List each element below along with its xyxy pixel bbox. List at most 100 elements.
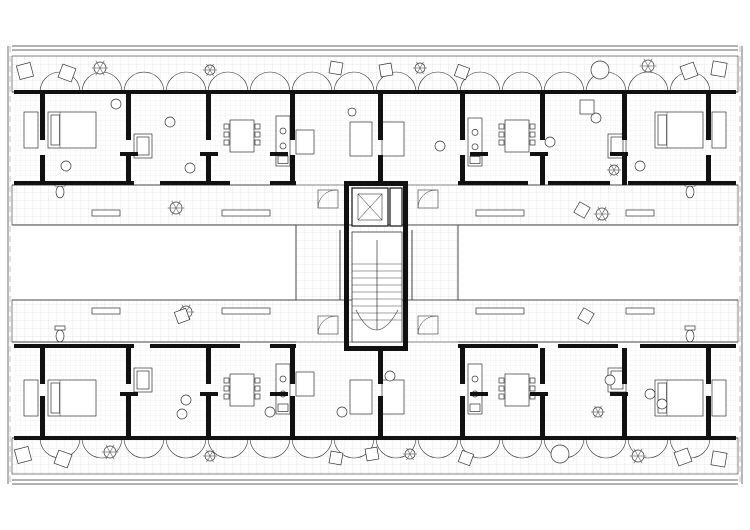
wall [460, 94, 465, 140]
chair [529, 139, 536, 146]
door-swing-arc [417, 71, 459, 93]
hob [279, 127, 287, 135]
wall [126, 94, 131, 140]
armchair [184, 162, 196, 174]
plant-leaf [597, 206, 603, 215]
plant-leaf [175, 200, 181, 209]
plant-leaf [171, 207, 177, 216]
outdoor-chair [710, 60, 728, 78]
wall [206, 155, 211, 185]
sink [469, 403, 481, 412]
wall [270, 344, 296, 348]
wall [530, 392, 548, 396]
chair [254, 139, 261, 146]
outdoor-chair [679, 61, 699, 81]
armchair [60, 160, 72, 172]
pillow [50, 382, 60, 414]
plant-leaf [643, 58, 649, 67]
door-swing-arc [333, 437, 375, 459]
door-swing-arc [165, 437, 207, 459]
pillow [657, 114, 667, 146]
plant-leaf [409, 453, 414, 461]
bed [349, 121, 373, 157]
plant-leaf [597, 213, 603, 222]
toilet [685, 185, 695, 199]
wardrobe [23, 111, 39, 149]
wall [540, 348, 545, 384]
wall [460, 348, 465, 384]
wall [610, 152, 628, 156]
wall [40, 155, 45, 185]
plant-leaf [206, 63, 211, 71]
core-wall-south [344, 346, 408, 351]
plant-leaf [601, 213, 607, 222]
corridor-bench [91, 307, 121, 315]
hob [471, 129, 479, 136]
plant-leaf [613, 169, 618, 177]
wall [622, 396, 627, 436]
toilet [685, 329, 695, 343]
armchair [644, 388, 656, 400]
door-swing-arc [501, 71, 543, 93]
wall [470, 152, 488, 156]
wall [14, 181, 134, 185]
door-swing-arc [417, 437, 459, 459]
kitchen-counter [467, 363, 483, 415]
plant-leaf [419, 67, 424, 75]
circulation-core [317, 181, 439, 351]
bathroom-fixture [295, 371, 315, 397]
outdoor-chair [15, 61, 35, 81]
outdoor-chair [453, 63, 471, 81]
wall [540, 94, 545, 140]
plant-leaf [416, 61, 421, 69]
armchair [164, 116, 176, 128]
wall [270, 181, 296, 185]
wall [378, 396, 383, 436]
plant-leaf [209, 455, 214, 463]
chair [498, 377, 505, 384]
armchair [656, 398, 668, 410]
pillow [657, 382, 667, 414]
corridor-bench [475, 307, 525, 315]
wall [200, 152, 218, 156]
stair-curve [355, 309, 399, 331]
wall [40, 348, 45, 384]
service-shaft [389, 187, 403, 227]
wall [160, 181, 230, 185]
plant-leaf [610, 169, 615, 177]
core-wall-north [344, 181, 408, 186]
wall [206, 348, 211, 384]
wall [458, 181, 528, 185]
plant-leaf [209, 449, 214, 457]
wardrobe [711, 379, 727, 417]
wall [120, 152, 138, 156]
dining-table [504, 119, 530, 153]
plant-leaf [206, 455, 211, 463]
core-door-swing [317, 315, 337, 335]
sink [469, 156, 481, 164]
plant-leaf [95, 67, 101, 76]
wall [206, 396, 211, 436]
outdoor-chair [577, 307, 595, 325]
sofa-seat [136, 136, 150, 156]
elevator-cross [357, 193, 383, 221]
chair [498, 123, 505, 130]
door-swing-arc [123, 71, 165, 93]
plant-leaf [647, 58, 653, 67]
sofa-seat [136, 370, 150, 390]
plant-leaf [206, 69, 211, 77]
plant-leaf [206, 449, 211, 457]
armchair [604, 374, 616, 386]
plant-leaf [109, 451, 115, 460]
wall [540, 396, 545, 436]
chair [498, 385, 505, 392]
wall [622, 94, 627, 140]
armchair [590, 112, 602, 124]
toilet [55, 185, 65, 199]
armchair [176, 408, 188, 420]
outdoor-chair [457, 449, 475, 467]
plant-leaf [109, 444, 115, 453]
wall [126, 155, 131, 185]
plant-leaf [105, 451, 111, 460]
